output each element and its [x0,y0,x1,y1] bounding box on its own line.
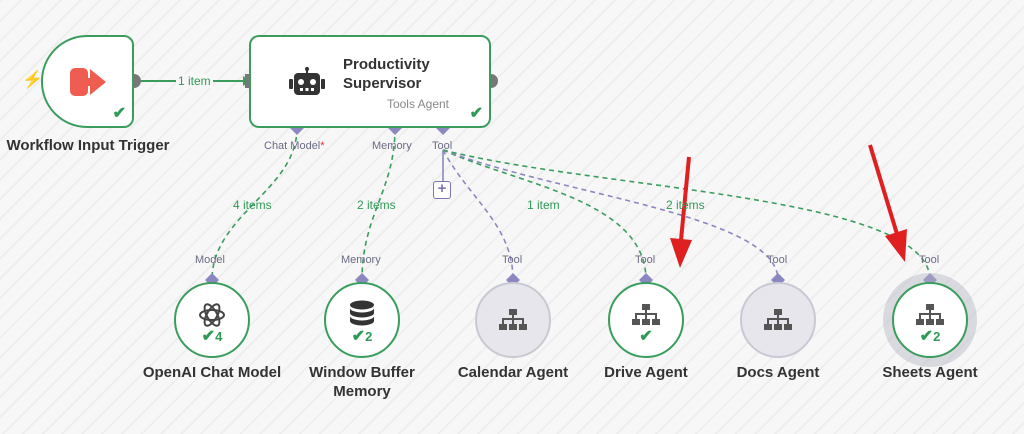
exit-icon [70,68,106,96]
sheets-agent-node[interactable]: ✔2 [892,282,968,358]
openai-icon [199,303,225,327]
sheets-status: ✔2 [894,326,966,346]
drive-status: ✔ [610,326,682,346]
memory-run-count: 2 [365,329,373,344]
window-buffer-memory-node[interactable]: ✔2 [324,282,400,358]
memory-label-line2: Memory [333,383,391,400]
memory-status: ✔2 [326,326,398,346]
sitemap-icon [632,304,660,325]
trigger-bolt-icon: ⚡ [22,70,44,89]
openai-chat-model-node[interactable]: ✔4 [174,282,250,358]
subnode-port-label-drive: Tool [635,254,656,266]
annotation-arrowhead-drive [670,238,692,268]
connection-model[interactable] [211,127,298,281]
success-check-icon: ✔ [351,328,366,345]
docs-agent-node[interactable] [740,282,816,358]
port-label-tool: Tool [432,140,453,152]
sheets-agent-label: Sheets Agent [882,364,978,381]
sitemap-icon [499,309,527,330]
add-tool-button[interactable]: + [433,181,451,199]
success-check-icon: ✔ [469,105,483,122]
success-check-icon: ✔ [639,328,653,345]
robot-icon [289,67,325,95]
subnode-port-label-openai: Model [195,254,225,266]
supervisor-title-line2: Supervisor [343,75,422,92]
supervisor-input-handle[interactable] [245,74,251,88]
port-label-chat-model: Chat Model* [264,140,325,152]
subnode-port-label-docs: Tool [767,254,788,266]
calendar-agent-label: Calendar Agent [457,364,569,381]
supervisor-title: Productivity Supervisor [343,55,430,93]
database-icon [350,300,374,326]
supervisor-subtitle: Tools Agent [386,97,449,111]
calendar-agent-node[interactable] [475,282,551,358]
port-label-memory: Memory [372,140,412,152]
sheets-run-count: 2 [933,329,941,344]
edge-label-memory: 2 items [357,198,396,212]
annotation-arrowhead-sheets [885,229,907,262]
sitemap-icon [764,309,792,330]
connection-memory[interactable] [361,127,396,281]
window-buffer-memory-label: Window Buffer Memory [292,363,432,401]
success-check-icon: ✔ [112,105,126,122]
openai-chat-model-label: OpenAI Chat Model [142,364,282,381]
productivity-supervisor-node[interactable]: Productivity Supervisor Tools Agent ✔ [249,35,491,128]
connection-docs[interactable] [442,149,779,281]
trigger-label: Workflow Input Trigger [6,137,170,154]
subnode-port-label-memory: Memory [341,254,381,266]
edge-label-sheets: 2 items [666,198,705,212]
memory-label-line1: Window Buffer [309,364,415,381]
openai-run-count: 4 [215,329,223,344]
success-check-icon: ✔ [201,328,216,345]
supervisor-title-line1: Productivity [343,56,430,73]
connection-calendar[interactable] [442,149,514,281]
port-label-chat-model-text: Chat Model [264,140,321,152]
openai-status: ✔4 [176,326,248,346]
workflow-input-trigger-node[interactable]: ✔ [41,35,134,128]
success-check-icon: ✔ [919,328,934,345]
sitemap-icon [916,304,944,325]
drive-agent-label: Drive Agent [604,364,688,381]
subnode-port-label-calendar: Tool [502,254,523,266]
main-edge-label: 1 item [176,74,213,88]
edge-label-drive: 1 item [527,198,560,212]
edge-label-model: 4 items [233,198,272,212]
annotation-arrow-drive [679,156,691,241]
subnode-port-label-sheets: Tool [919,254,940,266]
connection-sheets[interactable] [442,149,931,281]
drive-agent-node[interactable]: ✔ [608,282,684,358]
docs-agent-label: Docs Agent [736,364,820,381]
required-marker: * [320,140,325,152]
connection-drive[interactable] [442,149,647,281]
annotation-arrow-sheets [868,144,899,235]
